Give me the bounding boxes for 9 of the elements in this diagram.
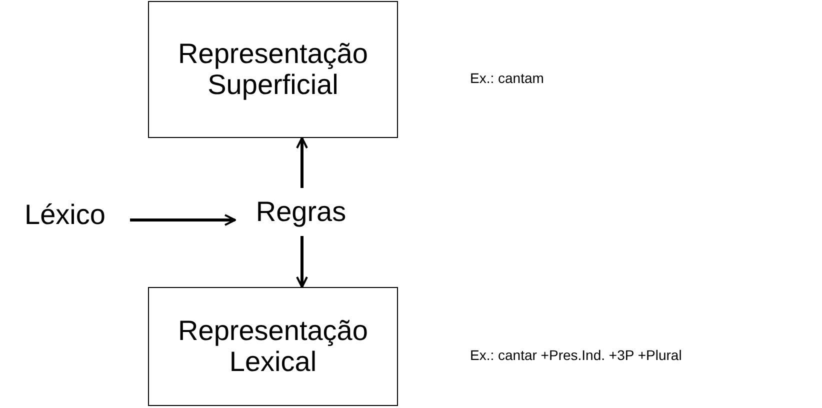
- process-box: Representação Lexical: [148, 287, 398, 406]
- example-note: Ex.: cantar +Pres.Ind. +3P +Plural: [470, 346, 682, 365]
- example-note: Ex.: cantam: [470, 69, 544, 88]
- arrow: [296, 137, 308, 188]
- node-label: Regras: [240, 188, 362, 236]
- arrow: [130, 214, 236, 226]
- node-label: Léxico: [10, 190, 120, 240]
- arrow: [296, 236, 308, 288]
- process-box: Representação Superficial: [148, 1, 398, 138]
